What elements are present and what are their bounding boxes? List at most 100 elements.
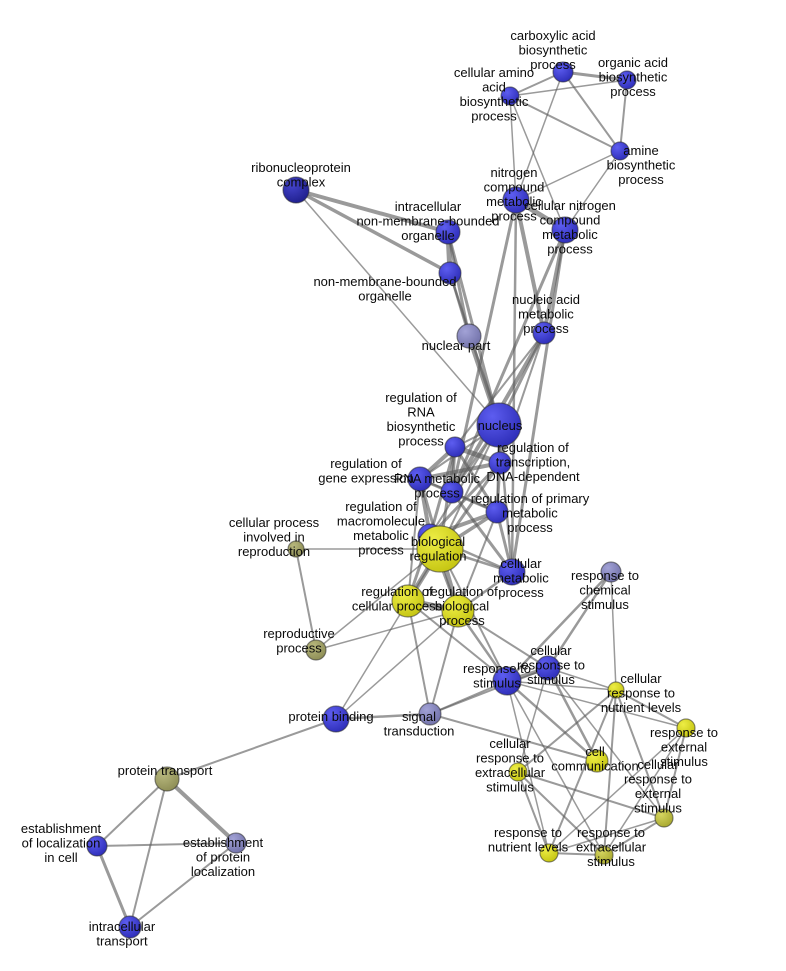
- node-intraorg[interactable]: [435, 219, 461, 245]
- node-cellmetab[interactable]: [498, 558, 526, 586]
- node-est_loc_cell[interactable]: [86, 835, 108, 857]
- nodes-layer: [86, 61, 696, 939]
- edge-prot_bind-bioreg: [335, 548, 441, 720]
- node-nuclearpart[interactable]: [456, 323, 482, 349]
- node-bioreg[interactable]: [416, 525, 464, 573]
- edge-reg_bio-reg_primary: [457, 511, 498, 612]
- edge-cell_resp_nutrient-resp_nutrient: [548, 689, 617, 854]
- edge-cell_resp_stim-cell_resp_extracell: [517, 667, 549, 773]
- edge-carb-amine: [562, 71, 621, 152]
- node-reg_gene[interactable]: [407, 466, 433, 492]
- edge-signal-reg_cell: [407, 600, 431, 715]
- edge-amine-cellnitrogen: [564, 150, 621, 231]
- node-reg_rna[interactable]: [444, 436, 466, 458]
- node-resp_ext[interactable]: [676, 718, 696, 738]
- edge-cellnitrogen-cellmetab: [510, 228, 567, 574]
- edge-cellnitrogen-rnametab: [450, 228, 567, 494]
- node-label-nucleus: nucleus: [478, 418, 523, 433]
- edge-resp_stim-cellcomm: [505, 679, 599, 763]
- node-nmborg[interactable]: [438, 261, 462, 285]
- edge-org-amine: [619, 79, 628, 152]
- node-rnametab[interactable]: [440, 480, 464, 504]
- node-reg_cell[interactable]: [391, 584, 425, 618]
- edge-prot_transport-est_loc_cell: [96, 778, 168, 847]
- node-reg_primary[interactable]: [485, 500, 509, 524]
- node-repro_cell[interactable]: [287, 540, 305, 558]
- node-ribo[interactable]: [282, 176, 310, 204]
- edge-cell_resp_stim-reg_bio: [457, 610, 549, 669]
- node-signal[interactable]: [418, 702, 442, 726]
- edge-est_loc_cell-est_prot_loc: [96, 842, 237, 847]
- edge-nucacid-reg_rna: [454, 332, 545, 448]
- edge-repro_proc-reg_bio: [315, 610, 459, 651]
- node-repro_proc[interactable]: [305, 639, 327, 661]
- edge-nitrogen-nucacid: [514, 198, 546, 335]
- node-resp_chem[interactable]: [600, 561, 622, 583]
- edge-carb-nitrogen: [515, 71, 564, 201]
- node-reg_transcription[interactable]: [488, 451, 512, 475]
- edge-cellamino-nitrogen: [509, 95, 517, 201]
- edge-carb-org: [561, 70, 629, 82]
- node-resp_stim[interactable]: [492, 666, 522, 696]
- node-prot_bind[interactable]: [322, 705, 350, 733]
- node-carb[interactable]: [552, 61, 574, 83]
- edge-org-cellamino: [509, 79, 628, 97]
- edge-resp_stim-reg_cell: [407, 600, 508, 682]
- node-org[interactable]: [617, 70, 637, 90]
- node-est_prot_loc[interactable]: [225, 832, 247, 854]
- node-resp_nutrient[interactable]: [539, 843, 559, 863]
- node-nitrogen[interactable]: [502, 186, 530, 214]
- node-label-prot_bind: protein binding: [288, 709, 373, 724]
- node-prot_transport[interactable]: [154, 766, 180, 792]
- edge-nitrogen-cellmetab: [510, 198, 518, 574]
- node-cellnitrogen[interactable]: [551, 216, 579, 244]
- node-cellamino[interactable]: [500, 86, 520, 106]
- edge-cell_resp_nutrient-resp_extracell: [603, 689, 617, 856]
- edge-cell_resp_nutrient-cell_resp_extracell: [517, 689, 617, 773]
- node-cellcomm[interactable]: [585, 749, 609, 773]
- edge-cell_resp_stim-cellcomm: [546, 666, 599, 763]
- node-intracell_transport[interactable]: [118, 915, 142, 939]
- node-resp_extracell[interactable]: [594, 845, 614, 865]
- node-reg_bio[interactable]: [441, 594, 475, 628]
- node-nucacid[interactable]: [532, 321, 556, 345]
- edge-cell_resp_nutrient-cell_resp_ext: [615, 689, 665, 819]
- node-cell_resp_extracell[interactable]: [508, 762, 528, 782]
- edge-repro_cell-repro_proc: [295, 548, 317, 651]
- node-label-prot_transport: protein transport: [118, 763, 213, 778]
- edge-reg_transcription-reg_gene: [418, 461, 502, 481]
- node-nucleus[interactable]: [476, 402, 522, 448]
- node-cell_resp_stim[interactable]: [535, 655, 561, 681]
- edge-resp_nutrient-cell_resp_ext: [548, 817, 665, 854]
- node-cell_resp_ext[interactable]: [654, 808, 674, 828]
- edge-resp_stim-resp_chem: [505, 570, 613, 683]
- edge-prot_bind-reg_bio: [335, 610, 459, 720]
- node-cell_resp_nutrient[interactable]: [607, 681, 625, 699]
- node-amine[interactable]: [610, 141, 630, 161]
- edge-est_loc_cell-intracell_transport: [95, 844, 132, 929]
